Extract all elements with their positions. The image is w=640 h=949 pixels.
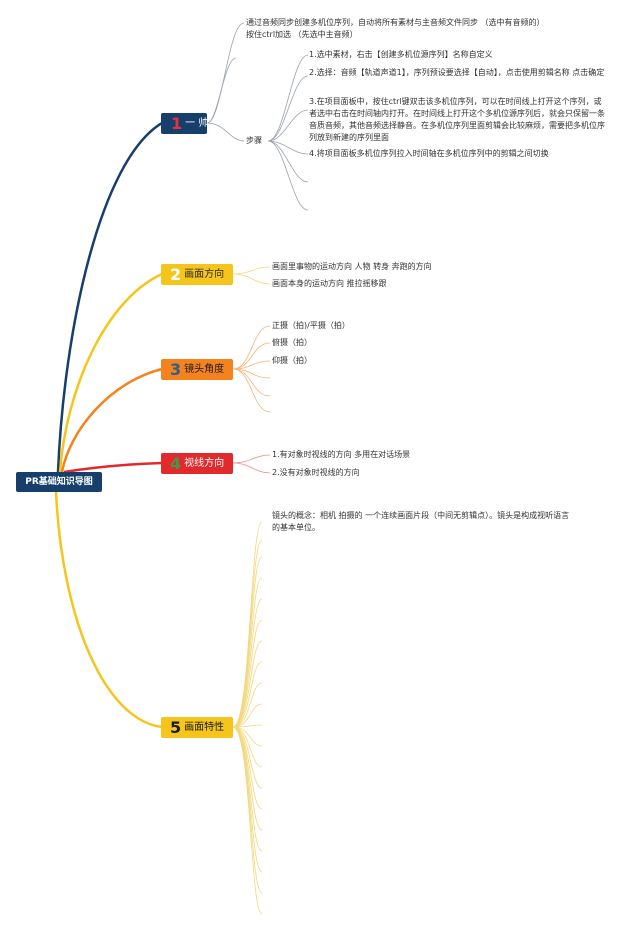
branch-1-steps-label[interactable]: 步骤 [246, 136, 262, 145]
branch-4-number: 4 [170, 453, 182, 473]
root-node[interactable]: PR基础知识导图 [16, 472, 102, 492]
link-step-2 [267, 75, 309, 142]
branch-node-3[interactable]: 3 镜头角度 [161, 359, 233, 380]
link-b5-leaf [232, 556, 263, 728]
link-b4-item-2 [232, 462, 271, 474]
link-b2-item-1 [232, 266, 271, 275]
link-b5-leaf [232, 640, 263, 728]
link-b5-leaf [232, 577, 263, 728]
step-4[interactable]: 4.将项目面板多机位序列拉入时间轴在多机位序列中的剪辑之间切换 [309, 149, 549, 158]
branch-node-4[interactable]: 4 视线方向 [161, 453, 233, 474]
branch-2-item-1[interactable]: 画面里事物的运动方向 人物 转身 奔跑的方向 [272, 262, 432, 271]
branch-4-label: 视线方向 [184, 457, 225, 469]
link-b1-empty [206, 57, 237, 124]
branch-3-item-3[interactable]: 仰摄（拍） [272, 356, 312, 365]
link-b5-leaf [232, 726, 263, 894]
link-b5-leaf [232, 726, 263, 789]
branch-node-5[interactable]: 5 画面特性 [161, 717, 233, 738]
link-b1-steps [206, 122, 245, 142]
link-b3-item-1 [232, 325, 271, 370]
link-b5-leaf [232, 539, 263, 728]
link-b5-leaf [232, 598, 263, 728]
step-2[interactable]: 2.选择：音频【轨道声道1】，序列预设要选择【自动】，点击使用剪辑名称 点击确定 [309, 68, 605, 77]
link-step-3 [267, 109, 309, 142]
branch-3-item-1[interactable]: 正摄（拍)/平摄（拍） [272, 321, 350, 330]
branch-1-label: 一 帅 [185, 117, 209, 129]
link-b5-leaf [232, 726, 263, 915]
link-b3-empty-3 [232, 368, 271, 413]
branch-4-item-1[interactable]: 1.有对象时视线的方向 多用在对话场景 [272, 450, 411, 459]
link-b3-item-3 [232, 360, 271, 370]
link-b5-leaf [232, 619, 263, 728]
link-branch-5 [54, 491, 163, 729]
link-b4-item-1 [232, 454, 271, 464]
branch-5-number: 5 [170, 717, 182, 737]
link-b5-leaf [232, 703, 263, 728]
link-b5-leaf [232, 682, 263, 728]
link-b5-leaf [232, 724, 263, 728]
link-step-1 [267, 54, 309, 142]
link-branch-2 [58, 272, 163, 473]
link-branch-1 [56, 121, 163, 473]
step-3[interactable]: 3.在项目面板中，按住ctrl键双击该多机位序列，可以在时间线上打开这个序列，或… [309, 97, 605, 142]
link-b1-intro [206, 22, 245, 124]
branch-2-number: 2 [170, 264, 182, 284]
link-b3-item-2 [232, 342, 271, 370]
branch-3-label: 镜头角度 [184, 363, 225, 375]
link-b2-item-2 [232, 273, 271, 285]
link-step-empty-2 [267, 140, 309, 211]
branch-2-label: 画面方向 [184, 268, 225, 280]
branch-3-item-2[interactable]: 俯摄（拍） [272, 338, 312, 347]
root-label: PR基础知识导图 [25, 476, 93, 487]
branch-1-intro[interactable]: 通过音频同步创建多机位序列，自动将所有素材与主音频文件同步 （选中有音频的）按住… [246, 18, 545, 39]
branch-node-1[interactable]: 1 一 帅 [161, 113, 209, 134]
branch-5-item-1[interactable]: 镜头的概念：相机 拍摄的 一个连续画面片段（中间无剪辑点）。镜头是构成视听语言的… [272, 511, 570, 532]
link-branch-4 [63, 461, 163, 474]
branch-3-number: 3 [170, 359, 182, 379]
branch-5-label: 画面特性 [184, 721, 225, 733]
branch-node-2[interactable]: 2 画面方向 [161, 264, 233, 285]
link-step-empty-1 [267, 140, 309, 183]
link-branch-3 [60, 367, 163, 473]
branch-4-item-2[interactable]: 2.没有对象时视线的方向 [272, 468, 360, 477]
branch-2-item-2[interactable]: 画面本身的运动方向 推拉摇移跟 [272, 279, 387, 288]
branch-1-number: 1 [171, 113, 183, 133]
branch-5-leaf-links [232, 521, 263, 915]
step-1[interactable]: 1.选中素材，右击【创建多机位源序列】名称自定义 [309, 50, 493, 59]
link-b5-leaf [232, 661, 263, 728]
